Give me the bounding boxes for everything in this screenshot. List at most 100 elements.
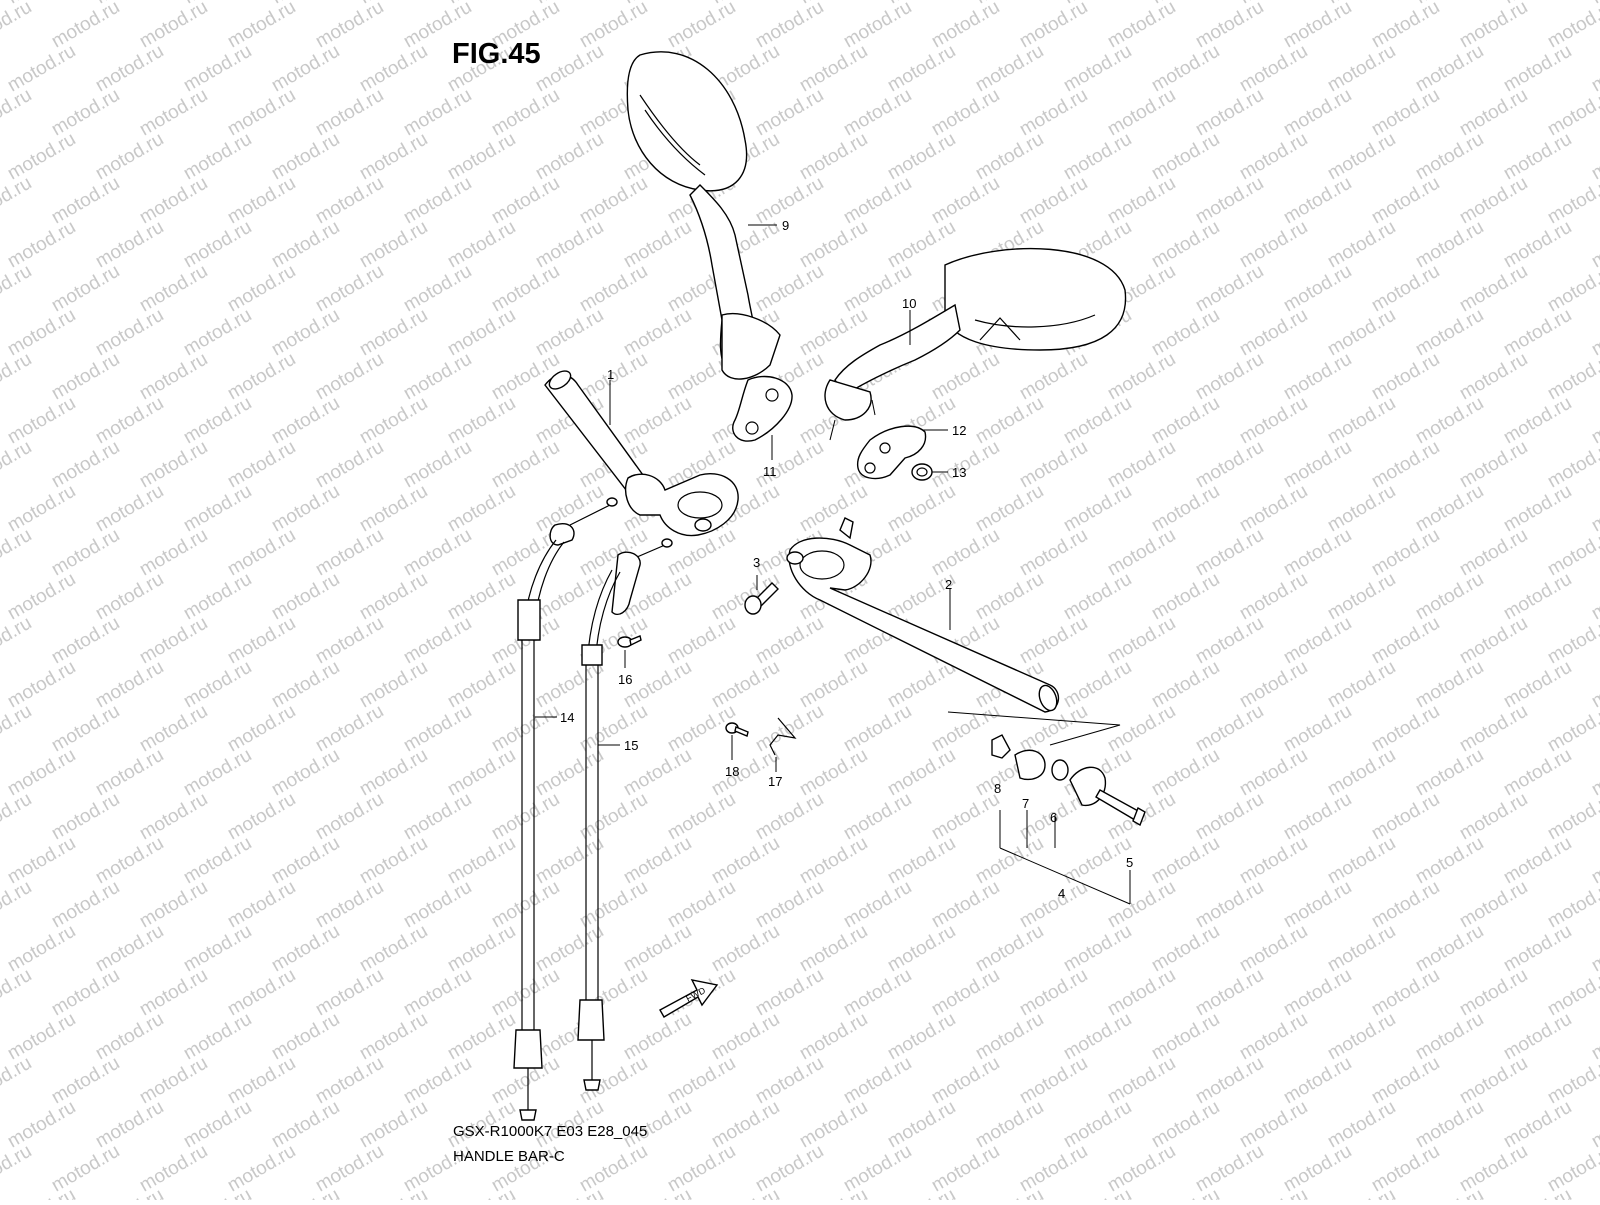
callout-12: 12 <box>952 423 966 438</box>
watermark-text: motod.ru <box>1148 569 1223 625</box>
watermark-text: motod.ru <box>884 745 959 801</box>
watermark-text: motod.ru <box>1060 1097 1135 1153</box>
watermark-text: motod.ru <box>620 921 695 977</box>
callout-10: 10 <box>902 296 916 311</box>
watermark-text: motod.ru <box>268 657 343 713</box>
watermark-text: motod.ru <box>268 481 343 537</box>
watermark-text: motod.ru <box>1016 525 1091 581</box>
watermark-text: motod.ru <box>1588 657 1600 713</box>
watermark-text: motod.ru <box>0 877 35 933</box>
watermark-text: motod.ru <box>1544 1053 1600 1109</box>
watermark-text: motod.ru <box>224 613 299 669</box>
watermark-text: motod.ru <box>1544 877 1600 933</box>
watermark-text: motod.ru <box>840 877 915 933</box>
watermark-text: motod.ru <box>136 437 211 493</box>
watermark-text: motod.ru <box>1588 1009 1600 1065</box>
watermark-text: motod.ru <box>92 833 167 889</box>
watermark-text: motod.ru <box>488 877 563 933</box>
watermark-text: motod.ru <box>268 1185 343 1200</box>
watermark-text: motod.ru <box>1104 85 1179 141</box>
watermark-text: motod.ru <box>1280 965 1355 1021</box>
watermark-text: motod.ru <box>92 481 167 537</box>
cable-screw <box>617 635 642 648</box>
watermark-text: motod.ru <box>1192 525 1267 581</box>
right-handlebar <box>786 517 1060 713</box>
watermark-text: motod.ru <box>1236 833 1311 889</box>
watermark-text: motod.ru <box>1060 393 1135 449</box>
watermark-text: motod.ru <box>488 85 563 141</box>
watermark-text: motod.ru <box>0 0 35 52</box>
callout-11: 11 <box>763 464 777 479</box>
watermark-text: motod.ru <box>1368 789 1443 845</box>
watermark-text: motod.ru <box>1588 217 1600 273</box>
watermark-text: motod.ru <box>444 217 519 273</box>
watermark-text: motod.ru <box>532 217 607 273</box>
watermark-text: motod.ru <box>708 921 783 977</box>
left-mirror <box>626 51 781 380</box>
watermark-text: motod.ru <box>136 965 211 1021</box>
watermark-text: motod.ru <box>928 877 1003 933</box>
watermark-text: motod.ru <box>356 921 431 977</box>
watermark-text: motod.ru <box>48 525 123 581</box>
watermark-text: motod.ru <box>4 129 79 185</box>
watermark-text: motod.ru <box>1500 129 1575 185</box>
watermark-text: motod.ru <box>1192 613 1267 669</box>
watermark-text: motod.ru <box>1456 0 1531 52</box>
watermark-text: motod.ru <box>1368 701 1443 757</box>
watermark-text: motod.ru <box>1368 261 1443 317</box>
watermark-text: motod.ru <box>180 129 255 185</box>
watermark-text: motod.ru <box>444 1185 519 1200</box>
watermark-text: motod.ru <box>312 525 387 581</box>
watermark-text: motod.ru <box>1412 393 1487 449</box>
watermark-text: motod.ru <box>796 481 871 537</box>
watermark-text: motod.ru <box>1280 877 1355 933</box>
watermark-text: motod.ru <box>92 745 167 801</box>
watermark-text: motod.ru <box>224 173 299 229</box>
watermark-text: motod.ru <box>180 481 255 537</box>
watermark-text: motod.ru <box>356 41 431 97</box>
watermark-text: motod.ru <box>444 745 519 801</box>
watermark-text: motod.ru <box>224 701 299 757</box>
watermark-text: motod.ru <box>400 613 475 669</box>
watermark-text: motod.ru <box>488 789 563 845</box>
watermark-text: motod.ru <box>48 173 123 229</box>
watermark-text: motod.ru <box>48 1053 123 1109</box>
watermark-text: motod.ru <box>1588 569 1600 625</box>
watermark-text: motod.ru <box>972 129 1047 185</box>
watermark-text: motod.ru <box>1412 657 1487 713</box>
watermark-text: motod.ru <box>928 173 1003 229</box>
watermark-text: motod.ru <box>136 261 211 317</box>
watermark-text: motod.ru <box>136 789 211 845</box>
watermark-text: motod.ru <box>620 1009 695 1065</box>
watermark-text: motod.ru <box>400 173 475 229</box>
watermark-text: motod.ru <box>400 85 475 141</box>
watermark-text: motod.ru <box>444 657 519 713</box>
watermark-text: motod.ru <box>1588 129 1600 185</box>
watermark-text: motod.ru <box>1148 657 1223 713</box>
watermark-text: motod.ru <box>356 217 431 273</box>
watermark-text: motod.ru <box>1412 217 1487 273</box>
watermark-text: motod.ru <box>1280 349 1355 405</box>
watermark-text: motod.ru <box>1060 481 1135 537</box>
watermark-text: motod.ru <box>444 305 519 361</box>
watermark-text: motod.ru <box>136 877 211 933</box>
callout-16: 16 <box>618 672 632 687</box>
watermark-text: motod.ru <box>48 1141 123 1197</box>
callout-9: 9 <box>782 218 789 233</box>
watermark-text: motod.ru <box>0 525 35 581</box>
watermark-text: motod.ru <box>752 173 827 229</box>
watermark-text: motod.ru <box>136 85 211 141</box>
watermark-text: motod.ru <box>312 173 387 229</box>
watermark-text: motod.ru <box>928 85 1003 141</box>
watermark-text: motod.ru <box>1588 393 1600 449</box>
watermark-text: motod.ru <box>356 481 431 537</box>
watermark-text: motod.ru <box>312 965 387 1021</box>
watermark-text: motod.ru <box>356 129 431 185</box>
watermark-text: motod.ru <box>92 393 167 449</box>
watermark-text: motod.ru <box>0 349 35 405</box>
watermark-text: motod.ru <box>1148 1185 1223 1200</box>
watermark-text: motod.ru <box>0 173 35 229</box>
watermark-text: motod.ru <box>1544 173 1600 229</box>
watermark-text: motod.ru <box>4 1185 79 1200</box>
watermark-text: motod.ru <box>224 437 299 493</box>
